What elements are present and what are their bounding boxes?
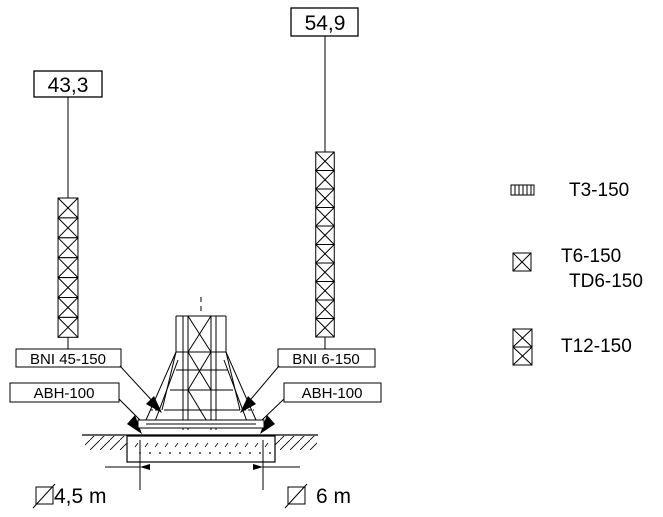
left-mast: 43,3 bbox=[33, 70, 103, 349]
mast-segment-icon bbox=[57, 297, 79, 318]
anchor-arrows bbox=[127, 396, 275, 434]
leader-lines bbox=[118, 365, 285, 421]
right-base-label: ABH-100 bbox=[302, 385, 363, 402]
mast-segment-icon bbox=[315, 207, 335, 227]
left-height-box bbox=[33, 70, 103, 98]
legend-label-t12: T12-150 bbox=[561, 336, 632, 357]
ground bbox=[82, 434, 318, 463]
legend-label-t3: T3-150 bbox=[569, 180, 629, 201]
dim-arrow-right-icon bbox=[253, 464, 263, 470]
left-base-tag: ABH-100 bbox=[9, 382, 120, 403]
right-square-symbol-icon bbox=[284, 483, 308, 509]
double-crossed-square-icon bbox=[512, 328, 533, 366]
right-mast-segments bbox=[315, 151, 335, 338]
mast-segment-icon bbox=[315, 151, 335, 171]
mast-segment-icon bbox=[315, 281, 335, 301]
left-anchor-label: BNI 45-150 bbox=[30, 351, 106, 368]
left-anchor-tag: BNI 45-150 bbox=[15, 348, 122, 368]
right-dimension: 6 m bbox=[284, 483, 351, 509]
left-base-label: ABH-100 bbox=[34, 385, 95, 402]
right-anchor-arrow-icon bbox=[240, 396, 256, 413]
crossed-square-icon bbox=[512, 252, 532, 272]
mast-segment-icon bbox=[315, 244, 335, 264]
legend-item-t12: T12-150 bbox=[512, 328, 632, 366]
right-height-box bbox=[290, 7, 359, 37]
mast-segment-icon bbox=[315, 299, 335, 319]
mast-segment-icon bbox=[57, 316, 79, 338]
legend-label-t6: T6-150 bbox=[561, 246, 621, 267]
central-tower bbox=[137, 297, 265, 430]
hatched-rect-icon bbox=[510, 184, 535, 196]
mast-segment-icon bbox=[315, 262, 335, 282]
right-anchor-label: BNI 6-150 bbox=[292, 351, 360, 368]
right-dimension-value: 6 m bbox=[316, 485, 351, 508]
mast-segment-icon bbox=[57, 277, 79, 299]
mast-segment-icon bbox=[315, 188, 335, 208]
right-base-tag: ABH-100 bbox=[283, 382, 382, 403]
mast-segment-icon bbox=[57, 217, 79, 239]
foundation-block bbox=[126, 435, 276, 463]
left-square-symbol-icon bbox=[32, 483, 56, 509]
left-mast-segments bbox=[57, 197, 79, 338]
right-anchor-tag: BNI 6-150 bbox=[277, 348, 376, 368]
mast-segment-icon bbox=[57, 257, 79, 279]
left-dimension: 4,5 m bbox=[32, 483, 107, 509]
right-mast: 54,9 bbox=[290, 7, 359, 349]
legend-label-td6: TD6-150 bbox=[569, 271, 643, 292]
right-height-label: 54,9 bbox=[305, 12, 346, 35]
left-height-label: 43,3 bbox=[48, 74, 89, 97]
legend-item-t6: T6-150 TD6-150 bbox=[512, 246, 643, 292]
mast-segment-icon bbox=[315, 225, 335, 245]
mast-segment-icon bbox=[315, 318, 335, 338]
dim-arrow-left-icon bbox=[140, 464, 150, 470]
mast-segment-icon bbox=[315, 170, 335, 190]
mast-segment-icon bbox=[57, 197, 79, 219]
left-anchor-arrow-icon bbox=[146, 396, 162, 413]
dimension-arrows bbox=[140, 464, 263, 470]
left-base-arrow-icon bbox=[127, 415, 142, 434]
legend: T3-150 T6-150 TD6-150 T12-150 bbox=[510, 180, 643, 366]
mast-segment-icon bbox=[57, 237, 79, 259]
right-base-arrow-icon bbox=[260, 415, 275, 434]
left-dimension-value: 4,5 m bbox=[54, 485, 107, 508]
dimension-line bbox=[105, 440, 300, 490]
legend-item-t3: T3-150 bbox=[510, 180, 629, 201]
